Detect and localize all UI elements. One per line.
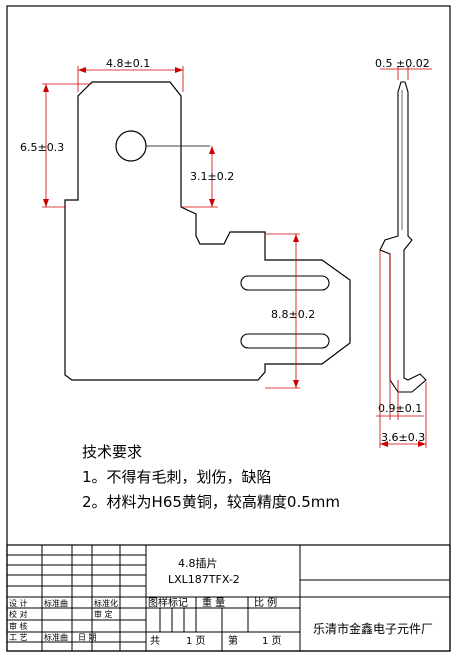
label-audit: 审 核 (9, 621, 28, 631)
title-block (6, 544, 451, 652)
dimension-width-48: 4.8±0.1 (77, 57, 184, 92)
dimension-thickness-05: 0.5 ±0.02 (375, 57, 432, 80)
dim-label-width-36: 3.6±0.3 (381, 431, 425, 444)
label-sign-date-2: 标准曲 (44, 632, 68, 642)
dimension-width-36: 3.6±0.3 (379, 250, 427, 448)
dim-label-height-65: 6.5±0.3 (20, 141, 64, 154)
label-sign-date-1: 标准曲 (44, 598, 68, 608)
notes-line-2: 2。材料为H65黄铜，较高精度0.5mm (82, 493, 340, 511)
company-name: 乐清市金鑫电子元件厂 (313, 621, 433, 636)
label-process: 工 艺 (9, 633, 28, 642)
label-weight: 重 量 (202, 596, 225, 609)
terminal-outline (64, 81, 351, 381)
drawing-frame (6, 5, 451, 652)
label-standardization: 标准化 (94, 598, 118, 608)
label-proofread: 校 对 (9, 609, 28, 619)
label-design: 设 计 (9, 598, 28, 608)
dimension-height-65: 6.5±0.3 (20, 83, 92, 208)
label-review: 审 定 (94, 609, 113, 619)
dimension-depth-09: 0.9±0.1 (376, 254, 424, 420)
slot-lower (240, 333, 330, 349)
label-scale: 比 例 (254, 596, 277, 609)
label-total: 共 (150, 635, 160, 647)
dim-label-offset-31: 3.1±0.2 (190, 170, 234, 183)
side-view-outline (379, 81, 427, 393)
dim-label-depth-09: 0.9±0.1 (378, 402, 422, 415)
notes-title: 技术要求 (82, 443, 142, 461)
label-sheet-page: 1 页 (262, 635, 282, 647)
notes-line-1: 1。不得有毛刺，划伤，缺陷 (82, 468, 272, 486)
part-code: LXL187TFX-2 (168, 573, 240, 586)
dim-label-thickness-05: 0.5 ±0.02 (375, 57, 430, 70)
label-date: 日 期 (78, 633, 97, 642)
dimension-height-88: 8.8±0.2 (265, 233, 315, 389)
dimension-offset-31: 3.1±0.2 (181, 146, 234, 208)
label-drawing-mark: 图样标记 (148, 596, 188, 609)
terminal-hole (115, 130, 147, 162)
dim-label-height-88: 8.8±0.2 (271, 308, 315, 321)
slot-upper (240, 275, 330, 291)
label-sheet: 第 (228, 634, 238, 647)
dim-label-width-48: 4.8±0.1 (106, 57, 150, 70)
part-name: 4.8插片 (178, 556, 218, 570)
label-total-pages: 1 页 (186, 635, 206, 647)
